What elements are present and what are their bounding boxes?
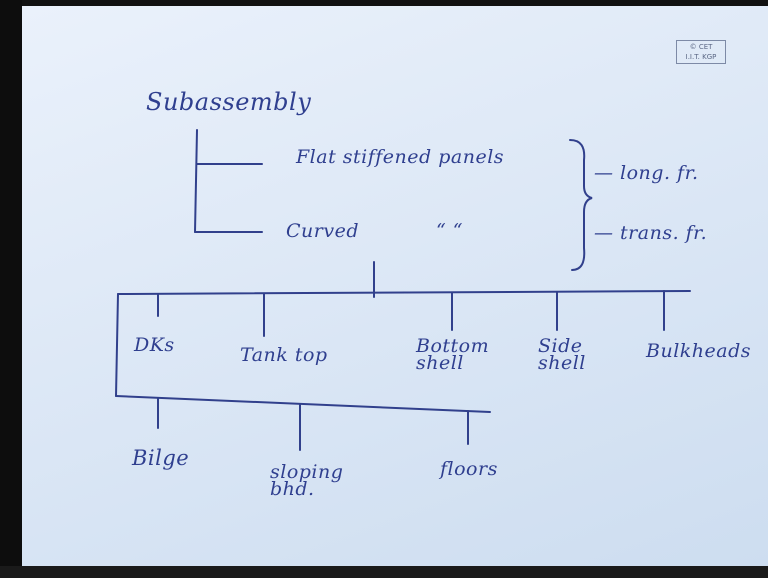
framing-transverse: — trans. fr. [594,222,708,244]
component-sloping-bhd: sloping bhd. [270,461,344,500]
side-shell-line-1: Side [538,335,583,357]
component-side-shell: Side shell [538,335,586,374]
right-brace [569,139,593,271]
copyright-stamp: © CET I.I.T. KGP [676,40,726,64]
branch-flat-stiffened-panels: Flat stiffened panels [296,146,505,168]
component-bulkheads: Bulkheads [646,340,752,362]
component-tank-top: Tank top [240,344,328,366]
screen-border-left [0,0,22,578]
bottom-shell-line-2: shell [416,352,464,374]
sloping-bhd-line-1: sloping [270,461,344,483]
component-floors: floors [440,458,498,480]
components-trunk [115,293,119,397]
branch-curved: Curved [286,220,359,242]
paper-sheet [22,6,768,566]
components-bar [117,290,691,295]
sloping-bhd-line-2: bhd. [270,478,315,500]
second-bar [115,395,491,413]
side-shell-line-2: shell [538,352,586,374]
framing-longitudinal: — long. fr. [594,162,699,184]
heading-subassembly: Subassembly [146,88,312,116]
component-decks: DKs [134,334,175,356]
subassembly-trunk [194,129,198,233]
ditto-marks: “ “ [436,220,463,242]
stamp-line-2: I.I.T. KGP [685,53,717,61]
bottom-shell-line-1: Bottom [416,335,490,357]
screen-border-bottom [0,566,768,578]
component-bilge: Bilge [132,446,190,470]
component-bottom-shell: Bottom shell [416,335,490,374]
stamp-line-1: © CET [689,43,713,51]
